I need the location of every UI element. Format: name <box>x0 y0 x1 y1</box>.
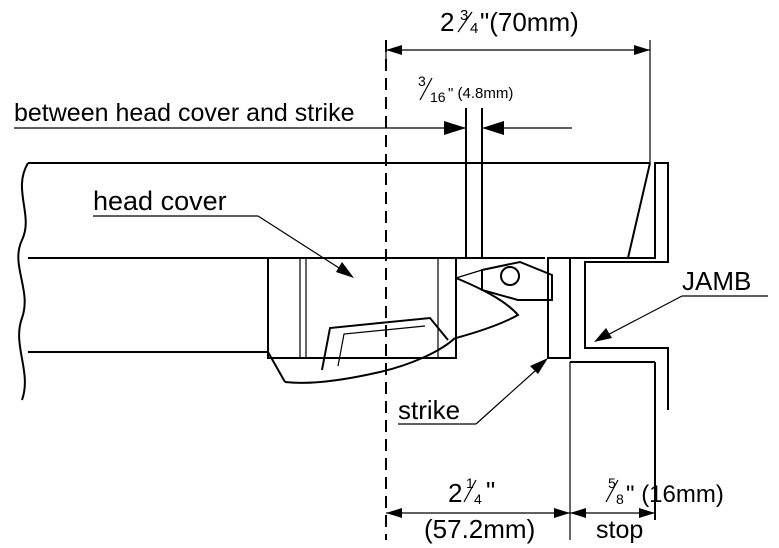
stop-label: stop <box>596 516 643 544</box>
strike-plate <box>547 257 571 359</box>
top-dim-num: 3 <box>460 7 468 24</box>
stop-dimension: 5 8 " (16mm) stop <box>570 475 724 544</box>
bottom-dim-quote: " <box>486 476 495 506</box>
head-cover-mechanism <box>267 257 553 384</box>
bottom-dim-num: 1 <box>466 475 474 491</box>
stop-den: 8 <box>616 491 624 507</box>
stop-num: 5 <box>608 475 616 491</box>
strike-label: strike <box>398 395 460 425</box>
bottom-dim-den: 4 <box>474 491 482 507</box>
head-cover-label: head cover <box>93 186 227 216</box>
stop-rest: " (16mm) <box>626 481 724 508</box>
bottom-dim-mm: (57.2mm) <box>424 514 535 544</box>
gap-den: 16 <box>430 89 446 105</box>
jamb-profile <box>569 162 669 520</box>
bottom-dimension: 2 1 4 " (57.2mm) <box>386 362 571 544</box>
head-cover-label-group: head cover <box>93 186 354 278</box>
pivot-circle <box>500 266 520 286</box>
top-dim-rest: "(70mm) <box>480 7 579 37</box>
bottom-dim-whole: 2 <box>448 478 462 508</box>
gap-num: 3 <box>418 73 426 89</box>
gap-rest: " (4.8mm) <box>448 85 513 102</box>
jamb-label: JAMB <box>682 266 751 296</box>
top-dim-whole: 2 <box>440 7 454 37</box>
strike-label-group: strike <box>398 358 548 425</box>
between-note: between head cover and strike <box>14 99 355 127</box>
jamb-label-group: JAMB <box>594 266 768 342</box>
top-dimension: 2 3 4 "(70mm) <box>385 7 651 163</box>
between-note-group: between head cover and strike <box>14 99 400 129</box>
top-dim-den: 4 <box>470 20 478 37</box>
gap-dimension: 3 16 " (4.8mm) <box>400 73 572 135</box>
